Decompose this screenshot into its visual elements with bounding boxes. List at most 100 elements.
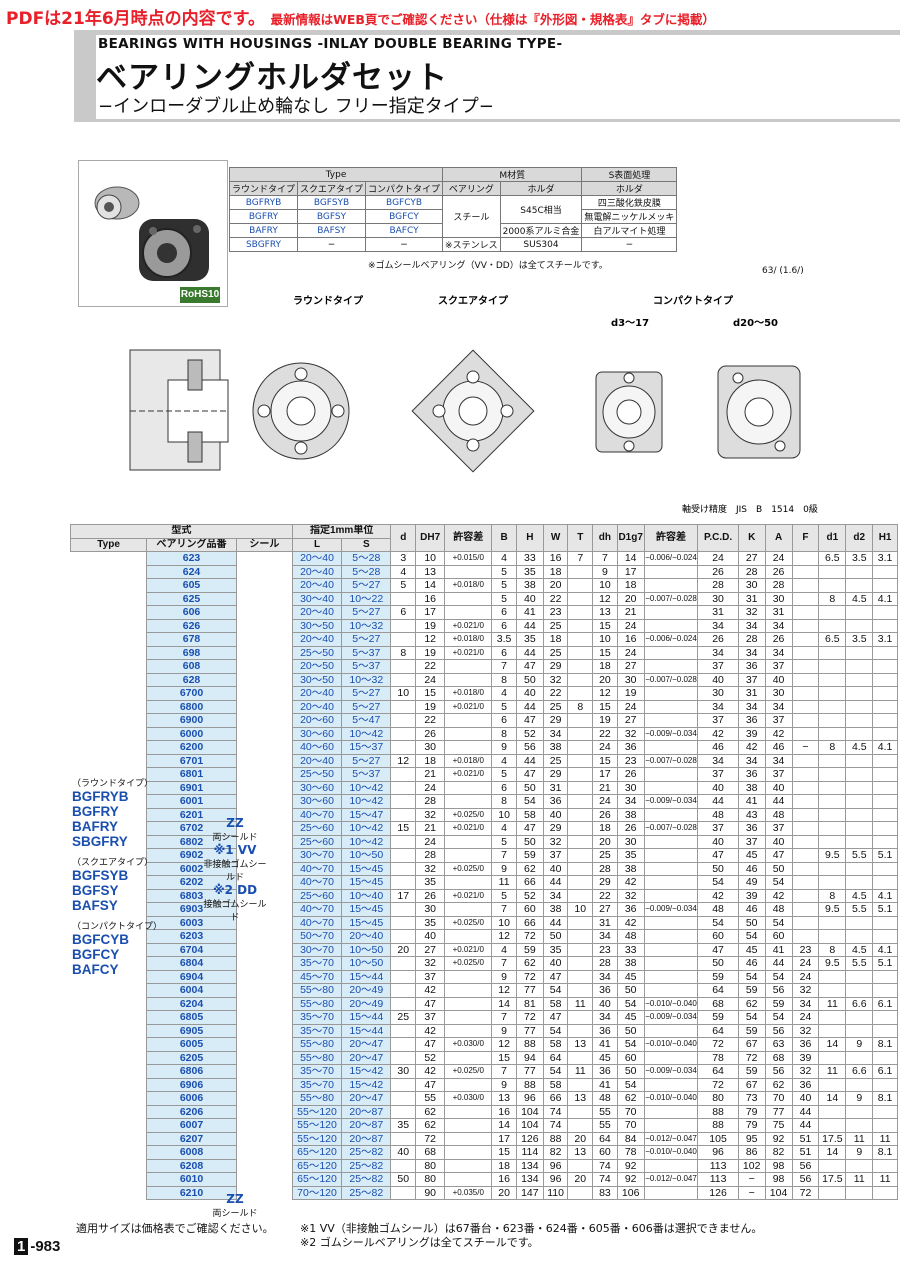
table-cell: 25〜60 [291,821,343,836]
table-cell: 32 [616,888,645,903]
seal-cell [236,633,292,647]
table-cell [643,861,699,876]
table-cell: 50 [616,983,645,998]
table-cell: 47 [515,767,544,782]
table-cell: 5.5 [845,848,874,863]
table-cell: 11 [491,875,517,890]
seal-cell [236,1146,292,1160]
table-cell: 23 [542,605,569,620]
table-cell [567,564,594,579]
table-cell: 5〜27 [341,753,392,768]
table-cell [845,983,874,998]
table-cell: 36 [737,767,766,782]
table-cell [643,875,699,890]
type-cell [71,606,147,620]
table-cell [567,1010,594,1025]
table-cell: +0.030/0 [444,1037,493,1052]
table-cell: 48 [764,807,793,822]
table-cell: 20〜49 [341,983,392,998]
table-cell: −0.007/−0.028 [643,753,699,768]
table-cell: 25〜82 [341,1185,392,1200]
col-pcd: P.C.D. [697,524,739,552]
table-cell: +0.018/0 [444,578,493,593]
table-cell: 38 [515,578,544,593]
table-cell [444,1010,493,1025]
table-cell [818,915,847,930]
table-cell: 114 [515,1145,544,1160]
header-box [96,35,900,119]
table-cell [567,888,594,903]
table-cell [791,672,820,687]
table-cell: −0.007/−0.028 [643,821,699,836]
table-cell: 15〜47 [341,807,392,822]
table-cell [872,767,898,782]
table-cell: 51 [791,1131,820,1146]
table-cell: 21 [592,780,618,795]
table-cell: 105 [697,1131,739,1146]
table-cell: 72 [697,1077,739,1092]
table-cell: 77 [515,1064,544,1079]
table-cell: 18 [542,632,569,647]
table-cell [643,942,699,957]
table-cell: 92 [616,1172,645,1187]
spec-header-type: Type [228,167,444,182]
table-cell [791,848,820,863]
table-cell: 21 [616,605,645,620]
table-cell: 54 [542,983,569,998]
table-cell: 16 [491,1172,517,1187]
table-cell: 20 [567,1131,594,1146]
table-cell: 37 [697,659,739,674]
table-cell: 32 [791,1023,820,1038]
table-cell [872,1185,898,1200]
table-cell: 34 [764,618,793,633]
table-cell: 4 [491,551,517,566]
table-cell: 40〜60 [291,740,343,755]
table-cell: 80 [415,1158,446,1173]
col-h: H [515,524,544,552]
table-cell [791,929,820,944]
table-cell: 18 [415,753,446,768]
type-cell [71,660,147,674]
table-cell [390,1185,417,1200]
table-cell: 55 [415,1091,446,1106]
spec-cell: BAFSY [297,223,367,238]
table-cell: 15〜37 [341,740,392,755]
table-cell: 34 [737,645,766,660]
table-cell: 4.5 [845,591,874,606]
table-cell: 12 [491,929,517,944]
table-cell: 11 [818,996,847,1011]
table-cell: 15 [491,1050,517,1065]
col-dh7: DH7 [415,524,446,552]
table-cell: 50 [390,1172,417,1187]
table-cell: 20 [567,1172,594,1187]
table-cell [845,713,874,728]
table-cell: 25〜50 [291,767,343,782]
spec-cell: BGFRY [228,209,299,224]
table-cell: 12 [390,753,417,768]
table-cell: − [737,1172,766,1187]
type-code: BGFCYB [72,932,129,947]
table-cell [390,875,417,890]
table-cell [845,834,874,849]
table-cell: 74 [542,1104,569,1119]
table-cell: 17 [390,888,417,903]
table-cell: 40 [415,929,446,944]
table-cell: 20〜40 [291,578,343,593]
type-code: SBGFRY [72,834,128,849]
table-cell: 5.1 [872,902,898,917]
table-cell: 16 [415,591,446,606]
spec-cell: ※ステンレス [442,237,501,252]
table-cell: 11 [845,1172,874,1187]
table-cell: 65〜120 [291,1145,343,1160]
table-cell: +0.035/0 [444,1185,493,1200]
table-cell: 74 [592,1158,618,1173]
footnote-size: 適用サイズは価格表でご確認ください。 [76,1222,274,1235]
table-cell: 5〜28 [341,564,392,579]
table-cell: 25 [542,753,569,768]
title-jp: ベアリングホルダセット [96,60,448,96]
table-cell: 4 [491,753,517,768]
table-cell: 30 [764,686,793,701]
